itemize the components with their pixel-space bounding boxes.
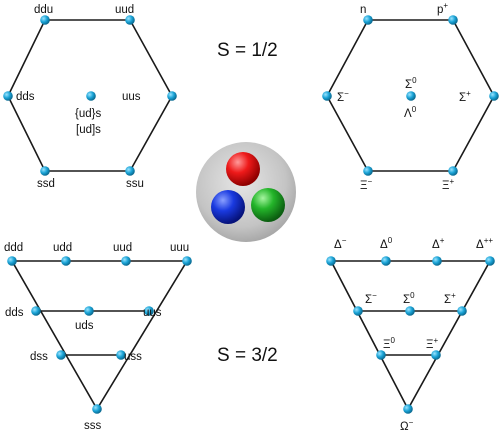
node-ssu — [125, 166, 135, 176]
node-ssd — [40, 166, 50, 176]
label-dds: dds — [16, 91, 35, 103]
label-sigma-star-plus: Σ+ — [444, 291, 456, 306]
label-delta-zero: Δ0 — [380, 236, 393, 251]
label-uus: uus — [122, 91, 141, 103]
label-n: n — [360, 4, 366, 16]
node-sigma-star-plus — [457, 306, 467, 316]
quark-decuplet-triangle — [10, 260, 189, 411]
label-sigma-plus: Σ+ — [459, 89, 471, 104]
label-p: p+ — [437, 1, 448, 16]
quark-blue — [211, 190, 245, 224]
node-p — [448, 15, 458, 25]
node-uds — [84, 306, 94, 316]
node-xi-plus — [448, 166, 458, 176]
label-delta-plusplus: Δ++ — [476, 236, 493, 251]
label-uss: uss — [124, 351, 142, 363]
label-ddu: ddu — [34, 4, 53, 16]
hadron-illustration — [196, 142, 296, 242]
label-xi-minus: Ξ− — [360, 177, 372, 192]
node-center-uds — [86, 91, 96, 101]
node-sigma0-lambda0 — [406, 91, 416, 101]
label-ddd: ddd — [4, 242, 23, 254]
node-n — [363, 15, 373, 25]
node-dds — [3, 91, 13, 101]
label-xi-plus: Ξ+ — [442, 177, 454, 192]
label-uud: uud — [115, 4, 134, 16]
node-sigma-star-minus — [353, 306, 363, 316]
quark-red — [226, 152, 260, 186]
label-uuu: uuu — [170, 242, 189, 254]
label-udd: udd — [53, 242, 72, 254]
node-sigma-plus — [489, 91, 499, 101]
label-omega-minus: Ω− — [400, 418, 414, 433]
node-uud — [125, 15, 135, 25]
node-xi-star-zero — [376, 350, 386, 360]
node-delta-plusplus — [485, 256, 495, 266]
node-udd — [61, 256, 71, 266]
node-ddu — [40, 15, 50, 25]
label-sigma-star-minus: Σ− — [365, 291, 377, 306]
label-sigma-minus: Σ− — [337, 89, 349, 104]
label-delta-plus: Δ+ — [432, 236, 445, 251]
label-sigma0: Σ0 — [405, 76, 417, 91]
node-ddd — [7, 256, 17, 266]
label-center-2: [ud]s — [76, 124, 101, 136]
node-dds-dec — [31, 306, 41, 316]
label-ssu: ssu — [126, 178, 144, 190]
label-xi-star-zero: Ξ0 — [383, 336, 395, 351]
quark-octet: ddu uud dds uus {ud}s [ud]s ssd ssu — [3, 4, 177, 190]
baryon-decuplet-triangle — [329, 260, 492, 411]
node-uuu — [182, 256, 192, 266]
node-sigma-star-zero — [405, 306, 415, 316]
quark-decuplet: ddd udd uud uuu dds uds uus dss uss sss — [4, 242, 192, 432]
node-uus-dec — [144, 306, 154, 316]
node-xi-minus — [363, 166, 373, 176]
label-lambda0: Λ0 — [404, 105, 417, 120]
label-delta-minus: Δ− — [334, 236, 347, 251]
baryon-octet: n p+ Σ− Σ+ Σ0 Λ0 Ξ− Ξ+ — [322, 1, 499, 192]
node-delta-zero — [381, 256, 391, 266]
node-sss — [92, 404, 102, 414]
label-sss: sss — [84, 420, 102, 432]
node-uud-dec — [121, 256, 131, 266]
node-delta-plus — [432, 256, 442, 266]
label-ssd: ssd — [37, 178, 55, 190]
label-center-1: {ud}s — [75, 108, 101, 120]
quark-green — [251, 188, 285, 222]
baryon-decuplet: Δ− Δ0 Δ+ Δ++ Σ− Σ0 Σ+ Ξ0 Ξ+ Ω− — [326, 236, 495, 433]
node-uus — [167, 91, 177, 101]
node-uss — [116, 350, 126, 360]
spin-three-half-label: S = 3/2 — [217, 345, 278, 366]
label-sigma-star-zero: Σ0 — [403, 291, 415, 306]
node-xi-star-plus — [431, 350, 441, 360]
label-xi-star-plus: Ξ+ — [426, 336, 438, 351]
node-omega-minus — [403, 404, 413, 414]
label-dds-dec: dds — [5, 307, 24, 319]
label-uud-dec: uud — [113, 242, 132, 254]
label-uus-dec: uus — [143, 307, 162, 319]
label-uds: uds — [75, 320, 94, 332]
node-dss — [56, 350, 66, 360]
label-dss: dss — [30, 351, 48, 363]
spin-half-label: S = 1/2 — [217, 40, 278, 61]
node-sigma-minus — [322, 91, 332, 101]
node-delta-minus — [326, 256, 336, 266]
